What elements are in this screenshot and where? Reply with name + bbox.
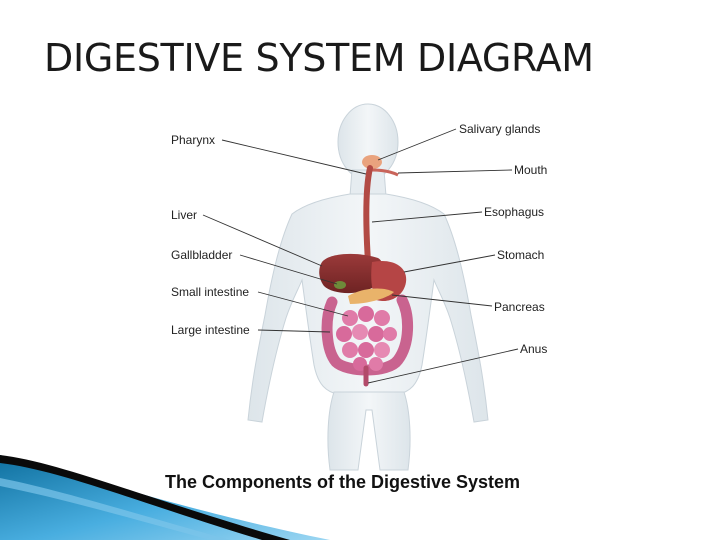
leader-line-stomach	[403, 254, 496, 273]
label-salivary-glands: Salivary glands	[459, 122, 540, 136]
gallbladder-shape	[334, 281, 346, 289]
leader-line-mouth	[397, 169, 513, 174]
label-gallbladder: Gallbladder	[171, 248, 232, 262]
pancreas-shape	[348, 288, 394, 304]
label-mouth: Mouth	[514, 163, 547, 177]
leader-line-anus	[367, 348, 519, 384]
mouth-shape	[371, 168, 399, 177]
label-small-intestine: Small intestine	[171, 285, 249, 299]
leader-line-pancreas	[391, 294, 493, 307]
label-esophagus: Esophagus	[484, 205, 544, 219]
leader-line-large-intestine	[257, 329, 331, 333]
leader-line-small-intestine	[257, 291, 349, 317]
salivary-gland-shape	[362, 155, 382, 169]
slide-title: DIGESTIVE SYSTEM DIAGRAM	[44, 36, 594, 80]
leader-line-pharynx	[221, 139, 367, 175]
label-anus: Anus	[520, 342, 547, 356]
label-pancreas: Pancreas	[494, 300, 545, 314]
label-liver: Liver	[171, 208, 197, 222]
esophagus-shape	[363, 165, 373, 265]
leader-line-liver	[202, 214, 323, 267]
labels: Pharynx Liver Gallbladder Small intestin…	[171, 122, 547, 356]
diagram-caption: The Components of the Digestive System	[165, 472, 521, 492]
label-pharynx: Pharynx	[171, 133, 215, 147]
label-large-intestine: Large intestine	[171, 323, 250, 337]
leader-line-gallbladder	[239, 254, 338, 285]
decorative-swoosh	[0, 455, 330, 540]
small-intestine-shape	[336, 306, 397, 371]
label-stomach: Stomach	[497, 248, 544, 262]
leader-lines	[202, 128, 519, 384]
leader-line-esophagus	[371, 211, 483, 223]
leader-line-salivary-glands	[377, 128, 457, 161]
digestive-organs	[319, 155, 414, 387]
